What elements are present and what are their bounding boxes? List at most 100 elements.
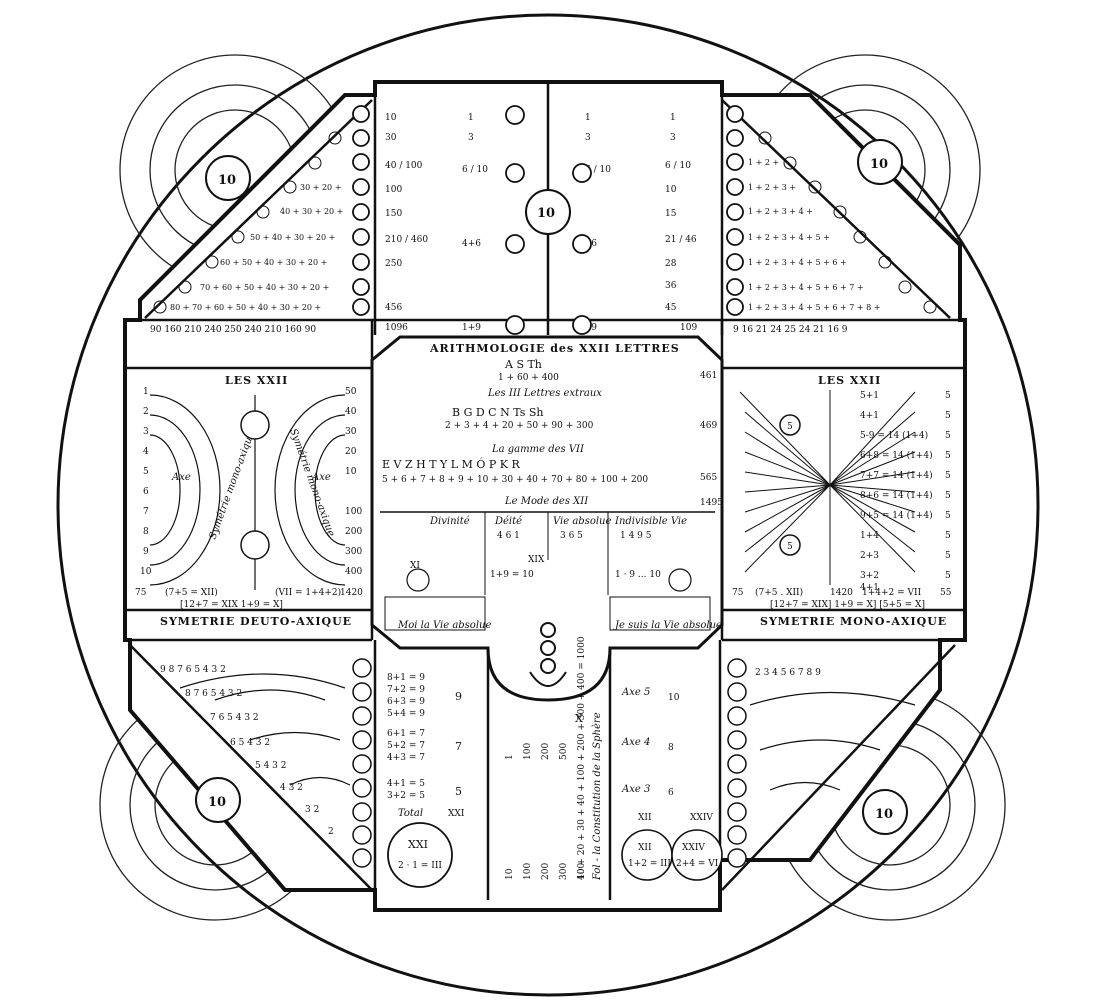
center-double-values: 2 + 3 + 4 + 20 + 50 + 90 + 300 (445, 421, 594, 431)
top-badge: 10 (525, 189, 571, 235)
center-total-doubles: 469 (700, 421, 717, 431)
bl-brace-c: 5 (455, 785, 462, 798)
right-eq-0: 5+1 (860, 391, 879, 401)
top-mid-left-1: 3 (468, 133, 474, 143)
svg-text:1 + 2 + 3 + 4 +: 1 + 2 + 3 + 4 + (748, 207, 813, 216)
bl-row-1: 8 7 6 5 4 3 2 (185, 689, 242, 699)
right-eq-5: 8+6 = 14 (1+4) (860, 490, 933, 501)
bl-sum-a-2: 6+3 = 9 (387, 697, 425, 707)
center-mother-letters: A S Th (504, 358, 542, 371)
svg-text:1 + 2 +: 1 + 2 + (748, 158, 779, 167)
center-simple-values: 5 + 6 + 7 + 8 + 9 + 10 + 30 + 40 + 70 + … (382, 475, 648, 485)
bl-circle-bottom: 2 · 1 = III (398, 861, 442, 871)
top-left-bottom-row: 90 160 210 240 250 240 210 160 90 (150, 325, 316, 335)
top-left-col-8: 1096 (385, 323, 408, 333)
br-circle-left-top: XII (638, 843, 652, 853)
left-footer: [12+7 = XIX 1+9 = X] (180, 600, 283, 610)
right-eq-3: 6+8 = 14 (1+4) (860, 450, 933, 461)
right-five-6: 5 (945, 511, 951, 521)
bc-col-4: 400 (577, 863, 587, 880)
top-left-col-0: 10 (385, 113, 397, 123)
svg-text:80 + 70 + 60 + 50 + 40 + 30 +: 80 + 70 + 60 + 50 + 40 + 30 + 20 + (170, 303, 321, 312)
right-five-9: 5 (945, 571, 951, 581)
top-mid-left-2: 6 / 10 (462, 165, 488, 175)
bl-circle-top: XXI (408, 838, 428, 851)
right-eq-6: 9+5 = 14 (1+4) (860, 510, 933, 521)
right-section-caption: SYMETRIE MONO-AXIQUE (760, 615, 947, 628)
center-panel: ARITHMOLOGIE des XXII LETTRES A S Th 1 +… (380, 342, 723, 687)
center-divinity-3: Indivisible Vie (614, 516, 687, 527)
left-rnum-8: 300 (345, 547, 362, 557)
top-right-col-1: 3 (670, 133, 676, 143)
left-num-3: 4 (143, 447, 149, 457)
bl-sum-a-1: 7+2 = 9 (387, 685, 425, 695)
center-pendant-symbol (529, 622, 567, 687)
top-left-col-2: 40 / 100 (385, 161, 423, 171)
left-num-2: 3 (143, 427, 149, 437)
top-right-bottom-row: 9 16 21 24 25 24 21 16 9 (733, 325, 848, 335)
bc-col-a-3: 500 (559, 743, 569, 760)
top-right-col-7: 36 (665, 281, 677, 291)
bl-sum-b-1: 5+2 = 7 (387, 741, 425, 751)
left-rnum-1: 40 (345, 407, 357, 417)
left-num-5: 6 (143, 487, 149, 497)
right-bottom-formula: (7+5 . XII) (755, 587, 803, 598)
bl-total-label: Total (398, 808, 423, 819)
top-right-col-8: 45 (665, 303, 677, 313)
left-bottom-left: 75 (135, 588, 147, 598)
top-right-col-9: 109 (680, 323, 697, 333)
br-circle-left-bottom: 1+2 = III (628, 859, 671, 869)
right-footer: [12+7 = XIX] 1+9 = X] [5+5 = X] (770, 600, 925, 610)
bl-sum-c-1: 3+2 = 5 (387, 791, 425, 801)
bl-sum-a-0: 8+1 = 9 (387, 673, 425, 683)
right-panel-title: LES XXII (818, 374, 881, 387)
bc-col-1: 100 (523, 863, 533, 880)
br-caption-right: XXIV (690, 813, 713, 823)
top-left-col-1: 30 (385, 133, 397, 143)
center-sum-left: 1+9 = 10 (490, 570, 534, 580)
right-five-0: 5 (945, 391, 951, 401)
top-left-col-6: 250 (385, 259, 402, 269)
left-rnum-6: 100 (345, 507, 362, 517)
bc-col-a-1: 100 (523, 743, 533, 760)
br-axis-label-1: Axe 4 (621, 737, 650, 748)
bottom-left-section: 9 8 7 6 5 4 3 2 8 7 6 5 4 3 2 7 6 5 4 3 … (160, 658, 465, 888)
bl-brace-b: 7 (455, 740, 462, 753)
top-left-col-3: 100 (385, 185, 402, 195)
br-circle-right-top: XXIV (682, 843, 705, 853)
right-eq-2: 5-9 = 14 (1+4) (860, 430, 928, 441)
br-axis-total-2: 6 (668, 788, 674, 798)
left-rnum-3: 20 (345, 447, 357, 457)
top-left-badge: 10 (218, 173, 236, 188)
bc-col-0: 10 (505, 868, 515, 880)
top-mid-right-1: 3 (585, 133, 591, 143)
right-panel: LES XXII 5 5 5+1 4+1 5-9 = 14 (1+4) 6+8 … (732, 374, 952, 628)
bl-sum-b-2: 4+3 = 7 (387, 753, 425, 763)
top-right-badge: 10 (870, 157, 888, 172)
right-eq-4: 7+7 = 14 (1+4) (860, 470, 933, 481)
svg-text:1 + 2 + 3 + 4 + 5 + 6 + 7 + 8: 1 + 2 + 3 + 4 + 5 + 6 + 7 + 8 + (748, 303, 881, 312)
right-bottom-left: 75 (732, 588, 744, 598)
svg-text:1 + 2 + 3 + 4 + 5 +: 1 + 2 + 3 + 4 + 5 + (748, 233, 830, 242)
left-axis-label-right: Axe (311, 472, 331, 483)
svg-text:1 + 2 + 3 + 4 + 5 + 6 +: 1 + 2 + 3 + 4 + 5 + 6 + (748, 258, 847, 267)
bl-sum-a-3: 5+4 = 9 (387, 709, 425, 719)
left-rnum-2: 30 (345, 427, 357, 437)
right-bottom-formula-right: 1+4+2 = VII (862, 588, 922, 598)
center-title: ARITHMOLOGIE des XXII LETTRES (429, 342, 680, 355)
right-eq-7: 1+4 (860, 531, 879, 541)
right-five-7: 5 (945, 531, 951, 541)
bl-row-6: 3 2 (305, 805, 319, 815)
center-divinity-2: Vie absolue (553, 516, 611, 527)
bottom-right-section: 2 3 4 5 6 7 8 9 Axe 5 Axe 4 Axe 3 10 8 6… (621, 658, 916, 881)
right-eq-1: 4+1 (860, 411, 879, 421)
bottom-right-badge: 10 (875, 807, 893, 822)
bc-formula: 10 + 20 + 30 + 40 + 100 + 200 + 300 + 40… (577, 636, 587, 880)
top-right-col-2: 6 / 10 (665, 161, 691, 171)
bl-total-value: XXI (448, 809, 465, 819)
bl-row-2: 7 6 5 4 3 2 (210, 713, 259, 723)
right-five-2: 5 (945, 431, 951, 441)
center-double-caption: La gamme des VII (491, 444, 585, 455)
svg-text:40 + 30 + 20 +: 40 + 30 + 20 + (280, 207, 343, 216)
